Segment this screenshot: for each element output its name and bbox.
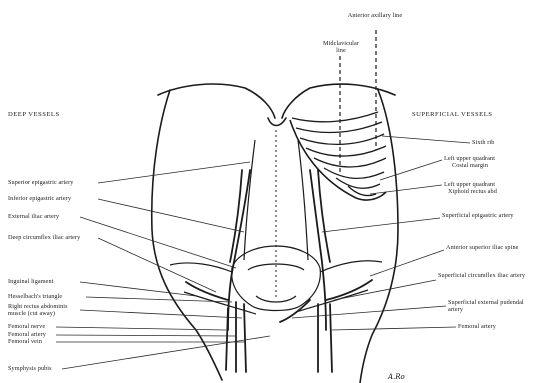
right-label-sixth-rib: Sixth rib — [472, 139, 494, 146]
left-label-rectus-abdominis: Right rectus abdominis muscle (cut away) — [8, 303, 84, 317]
artist-signature: A.Ro — [388, 373, 405, 381]
left-label-femoral-nerve: Femoral nerve — [8, 323, 45, 330]
left-label-external-iliac: External iliac artery — [8, 213, 59, 220]
left-label-deep-circumflex-iliac: Deep circumflex iliac artery — [8, 234, 80, 241]
left-label-symphysis-pubis: Symphysis pubis — [8, 365, 52, 372]
chest-top-outline — [158, 84, 275, 118]
left-label-inguinal-ligament: Inguinal ligament — [8, 278, 54, 285]
ribcage-right — [290, 112, 386, 200]
right-label-superficial-external-pudendal: Superficial external pudendal artery — [448, 299, 532, 313]
right-label-superficial-circumflex-iliac: Superficial circumflex iliac artery — [438, 272, 528, 279]
torso-right-outline — [360, 90, 398, 383]
deep-vessels-heading: DEEP VESSELS — [8, 111, 60, 118]
torso-left-outline — [152, 90, 222, 380]
right-label-femoral-artery: Femoral artery — [458, 323, 496, 330]
anterior-axillary-line-label: Anterior axillary line — [344, 12, 406, 19]
left-label-femoral-vein: Femoral vein — [8, 338, 42, 345]
left-label-superior-epigastric: Superior epigastric artery — [8, 179, 73, 186]
leader-lines-left — [56, 162, 270, 369]
left-label-femoral-artery: Femoral artery — [8, 331, 46, 338]
left-label-hesselbachs-triangle: Hesselbach's triangle — [8, 293, 62, 300]
left-label-inferior-epigastric: Inferior epigastric artery — [8, 195, 71, 202]
right-label-superficial-epigastric: Superficial epigastric artery — [442, 212, 530, 219]
superficial-vessels-heading: SUPERFICIAL VESSELS — [412, 111, 492, 118]
right-label-left-upper-quadrant-1: Left upper quadrant — [444, 155, 495, 162]
right-label-left-upper-quadrant-2: Left upper quadrant — [444, 181, 495, 188]
xiphoid-outline — [268, 118, 286, 126]
midclavicular-line-label: Midclavicular line — [318, 40, 364, 54]
right-label-asis: Anterior superior iliac spine — [446, 244, 526, 251]
right-label-xiphoid-rectus: Xiphoid rectus abd — [448, 188, 497, 195]
right-label-costal-margin: Costal margin — [452, 162, 488, 169]
